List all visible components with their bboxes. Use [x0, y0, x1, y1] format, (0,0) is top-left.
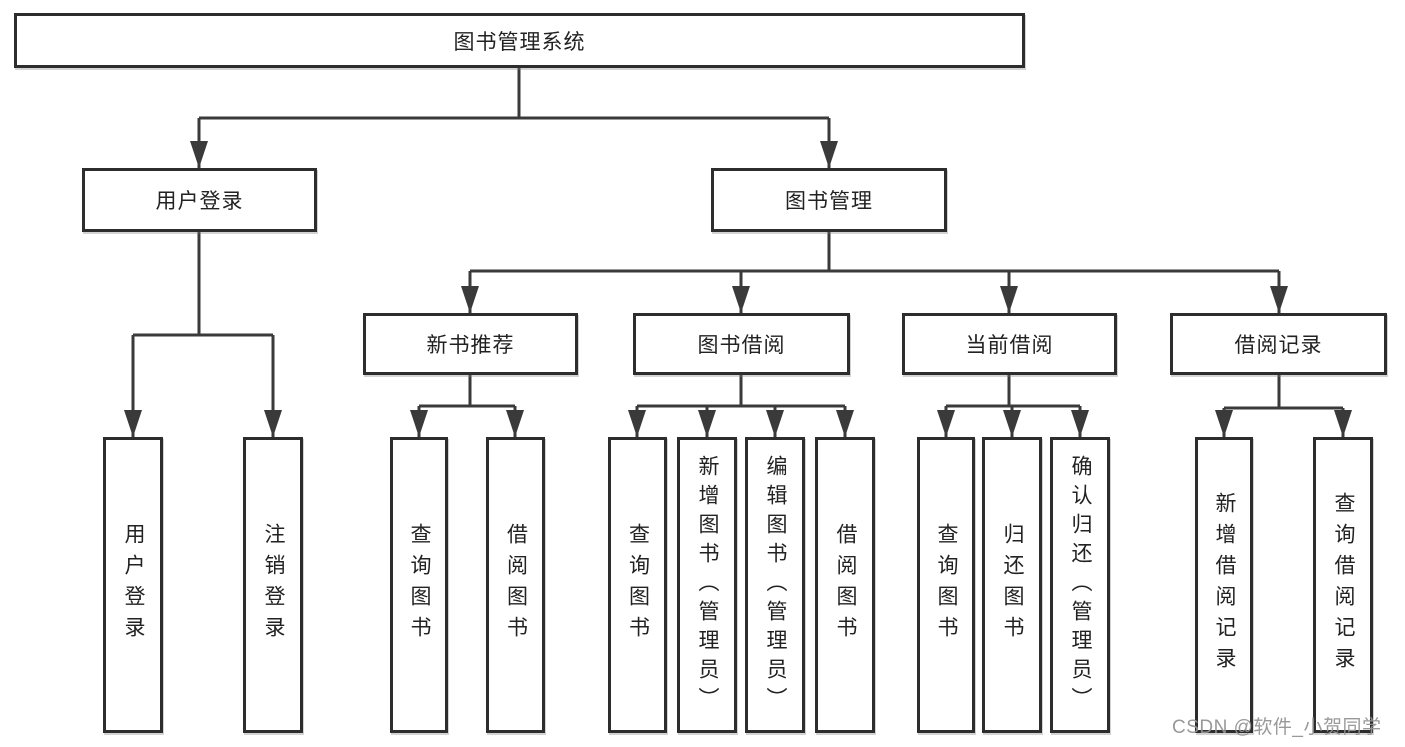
- leaf-logout: 注销登录: [243, 437, 303, 733]
- node-label: 用户登录: [155, 190, 244, 213]
- connector-new-book-recommend: [417, 375, 517, 437]
- node-book-borrow: 图书借阅: [633, 313, 850, 375]
- node-borrow-records: 借阅记录: [1170, 313, 1387, 375]
- node-new-book-recommend: 新书推荐: [363, 313, 578, 375]
- leaf-add-borrow-record: 新增借阅记录: [1195, 437, 1253, 733]
- leaf-current-query-books: 查询图书: [917, 437, 975, 733]
- leaf-add-books-admin: 新增图书（管理员）: [677, 437, 737, 733]
- node-user-login: 用户登录: [82, 168, 317, 232]
- leaf-recommend-query-books: 查询图书: [390, 437, 448, 733]
- node-label: 当前借阅: [965, 334, 1054, 357]
- csdn-watermark: CSDN @软件_小贺同学: [1172, 717, 1382, 738]
- leaf-recommend-borrow-books: 借阅图书: [486, 437, 545, 733]
- connector-current-borrow: [944, 375, 1082, 437]
- leaf-user-login: 用户登录: [103, 437, 163, 733]
- leaf-edit-books-admin: 编辑图书（管理员）: [745, 437, 805, 733]
- connector-book-borrow: [635, 375, 847, 437]
- leaf-borrow-query-books: 查询图书: [608, 437, 667, 733]
- node-label: 借阅记录: [1234, 334, 1323, 357]
- leaf-query-borrow-record: 查询借阅记录: [1313, 437, 1373, 733]
- leaf-return-books: 归还图书: [982, 437, 1042, 733]
- node-label: 新书推荐: [426, 334, 515, 357]
- node-label: 图书管理: [785, 190, 873, 213]
- node-label: 图书管理系统: [453, 30, 586, 54]
- connector-book-management: [468, 232, 1281, 313]
- connector-user-login: [131, 232, 275, 437]
- connector-root: [197, 68, 831, 168]
- leaf-confirm-return-admin: 确认归还（管理员）: [1050, 437, 1110, 733]
- node-system-root: 图书管理系统: [14, 13, 1025, 68]
- leaf-borrow-books: 借阅图书: [815, 437, 875, 733]
- node-label: 图书借阅: [697, 334, 786, 357]
- node-book-management: 图书管理: [711, 168, 947, 232]
- node-current-borrow: 当前借阅: [902, 313, 1117, 375]
- connector-borrow-records: [1222, 375, 1345, 437]
